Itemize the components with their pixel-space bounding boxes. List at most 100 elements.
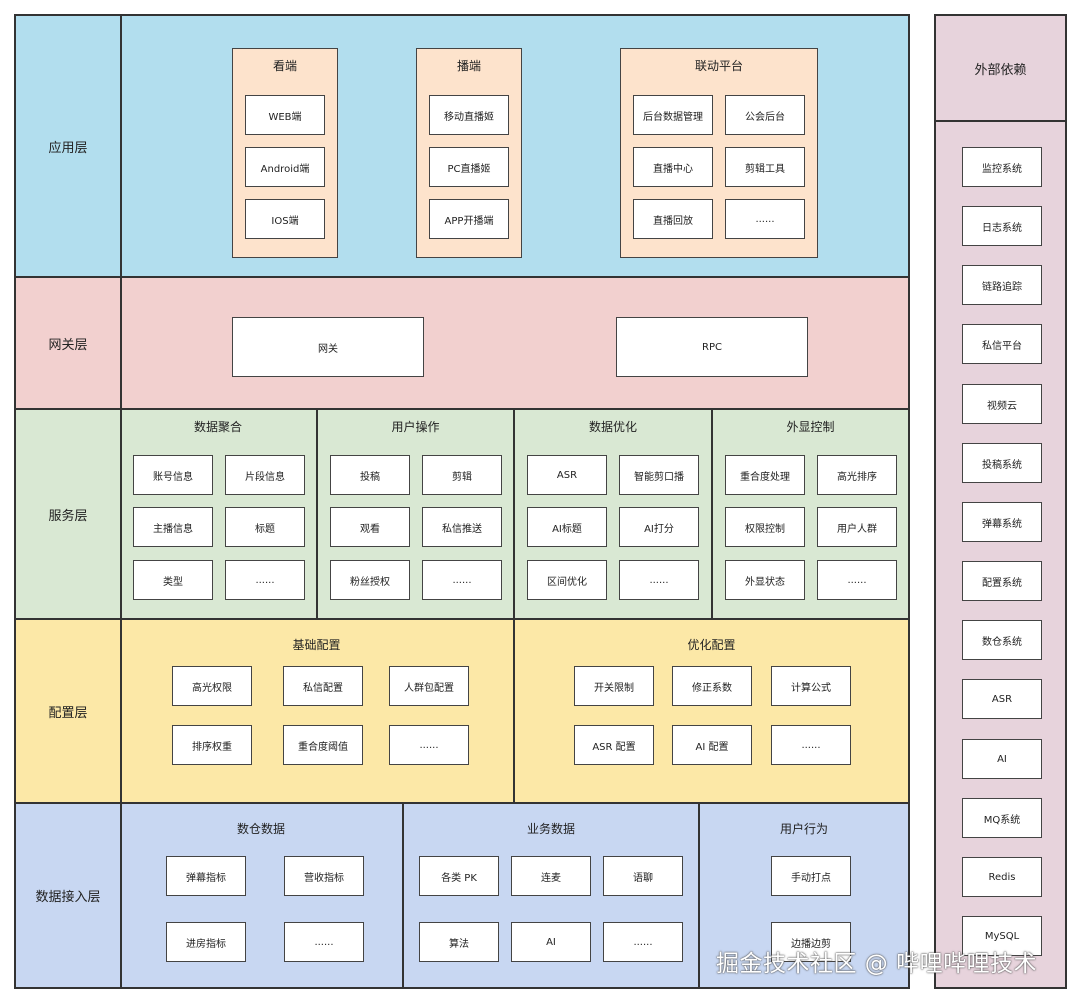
svc-box: 标题 (225, 507, 305, 547)
section-title: 数仓数据 (236, 822, 285, 836)
cfg-box: 重合度阈值 (283, 725, 363, 765)
data-section-business: 业务数据 各类 PK 连麦 语聊 算法 AI ...... (404, 804, 700, 987)
app-box-web: WEB端 (245, 95, 325, 135)
config-layer: 配置层 基础配置 高光权限 私信配置 人群包配置 排序权重 重合度阈值 ....… (14, 618, 910, 804)
config-section-basic: 基础配置 高光权限 私信配置 人群包配置 排序权重 重合度阈值 ...... (120, 620, 515, 802)
app-layer-label: 应用层 (16, 16, 122, 276)
section-title: 优化配置 (687, 638, 736, 652)
svc-box: 外显状态 (725, 560, 805, 600)
data-layer: 数据接入层 数仓数据 弹幕指标 营收指标 进房指标 ...... 业务数据 各类… (14, 802, 910, 989)
svc-box: AI打分 (619, 507, 699, 547)
app-box-pc-live: PC直播姬 (429, 147, 509, 187)
cfg-box: ASR 配置 (574, 725, 654, 765)
svc-box: 片段信息 (225, 455, 305, 495)
cfg-box: 人群包配置 (389, 666, 469, 706)
data-section-warehouse: 数仓数据 弹幕指标 营收指标 进房指标 ...... (120, 804, 404, 987)
service-section-user-ops: 用户操作 投稿 剪辑 观看 私信推送 粉丝授权 ...... (318, 410, 515, 618)
section-title: 基础配置 (292, 638, 341, 652)
svc-box: 账号信息 (133, 455, 213, 495)
app-box-ios: IOS端 (245, 199, 325, 239)
data-section-user-behavior: 用户行为 手动打点 边播边剪 (700, 804, 908, 987)
data-layer-label: 数据接入层 (16, 804, 122, 987)
section-title: 用户操作 (391, 420, 440, 434)
svc-box: ASR (527, 455, 607, 495)
svc-box: 剪辑 (422, 455, 502, 495)
service-section-aggregation: 数据聚合 账号信息 片段信息 主播信息 标题 类型 ...... (120, 410, 318, 618)
data-box: 边播边剪 (771, 922, 851, 962)
cfg-box: 修正系数 (672, 666, 752, 706)
external-title: 外部依赖 (936, 16, 1065, 122)
svc-box: 用户人群 (817, 507, 897, 547)
ext-box-message: 私信平台 (962, 324, 1042, 364)
svc-box: 权限控制 (725, 507, 805, 547)
panel-title: 联动平台 (694, 59, 743, 73)
gateway-layer-label: 网关层 (16, 278, 122, 408)
ext-box-asr: ASR (962, 679, 1042, 719)
svc-box: 类型 (133, 560, 213, 600)
panel-broadcaster: 播端 移动直播姬 PC直播姬 APP开播端 (416, 48, 522, 258)
section-title: 外显控制 (786, 420, 835, 434)
ext-box-log: 日志系统 (962, 206, 1042, 246)
external-column: 外部依赖 监控系统 日志系统 链路追踪 私信平台 视频云 投稿系统 弹幕系统 配… (934, 14, 1067, 989)
gateway-box: 网关 (232, 317, 424, 377)
ext-box-ai: AI (962, 739, 1042, 779)
data-box: AI (511, 922, 591, 962)
ext-box-mysql: MySQL (962, 916, 1042, 956)
svc-box: 主播信息 (133, 507, 213, 547)
svc-box: ...... (422, 560, 502, 600)
app-box-replay: 直播回放 (633, 199, 713, 239)
service-section-display: 外显控制 重合度处理 高光排序 权限控制 用户人群 外显状态 ...... (713, 410, 908, 618)
app-box-app-live: APP开播端 (429, 199, 509, 239)
cfg-box: ...... (389, 725, 469, 765)
data-box: 算法 (419, 922, 499, 962)
cfg-box: ...... (771, 725, 851, 765)
ext-box-monitor: 监控系统 (962, 147, 1042, 187)
ext-box-config: 配置系统 (962, 561, 1042, 601)
ext-box-danmaku: 弹幕系统 (962, 502, 1042, 542)
svc-box: 重合度处理 (725, 455, 805, 495)
data-box: ...... (603, 922, 683, 962)
rpc-box: RPC (616, 317, 808, 377)
watermark: 掘金技术社区 @ 哔哩哔哩技术 (716, 951, 1038, 977)
app-box-mobile-live: 移动直播姬 (429, 95, 509, 135)
svc-box: 智能剪口播 (619, 455, 699, 495)
section-title: 用户行为 (779, 822, 828, 836)
svc-box: AI标题 (527, 507, 607, 547)
panel-linkage-platform: 联动平台 后台数据管理 公会后台 直播中心 剪辑工具 直播回放 ...... (620, 48, 818, 258)
svc-box: 投稿 (330, 455, 410, 495)
gateway-layer: 网关层 网关 RPC (14, 276, 910, 410)
service-layer-label: 服务层 (16, 410, 122, 618)
ext-box-video-cloud: 视频云 (962, 384, 1042, 424)
section-title: 业务数据 (526, 822, 575, 836)
ext-box-submission: 投稿系统 (962, 443, 1042, 483)
panel-title: 看端 (272, 59, 297, 73)
svc-box: 高光排序 (817, 455, 897, 495)
cfg-box: 私信配置 (283, 666, 363, 706)
ext-box-mq: MQ系统 (962, 798, 1042, 838)
app-box-android: Android端 (245, 147, 325, 187)
cfg-box: 计算公式 (771, 666, 851, 706)
cfg-box: 排序权重 (172, 725, 252, 765)
data-box: ...... (284, 922, 364, 962)
svc-box: 观看 (330, 507, 410, 547)
data-box: 营收指标 (284, 856, 364, 896)
app-box-backend: 后台数据管理 (633, 95, 713, 135)
ext-box-trace: 链路追踪 (962, 265, 1042, 305)
panel-title: 播端 (456, 59, 481, 73)
service-section-data-opt: 数据优化 ASR 智能剪口播 AI标题 AI打分 区间优化 ...... (515, 410, 713, 618)
app-box-clip-tool: 剪辑工具 (725, 147, 805, 187)
app-box-live-center: 直播中心 (633, 147, 713, 187)
ext-box-redis: Redis (962, 857, 1042, 897)
section-title: 数据优化 (588, 420, 637, 434)
svc-box: 区间优化 (527, 560, 607, 600)
svc-box: ...... (619, 560, 699, 600)
svc-box: 私信推送 (422, 507, 502, 547)
app-box-more: ...... (725, 199, 805, 239)
app-box-guild: 公会后台 (725, 95, 805, 135)
ext-box-warehouse: 数仓系统 (962, 620, 1042, 660)
section-title: 数据聚合 (193, 420, 242, 434)
data-box: 手动打点 (771, 856, 851, 896)
svc-box: 粉丝授权 (330, 560, 410, 600)
svc-box: ...... (817, 560, 897, 600)
service-layer: 服务层 数据聚合 账号信息 片段信息 主播信息 标题 类型 ...... 用户操… (14, 408, 910, 620)
